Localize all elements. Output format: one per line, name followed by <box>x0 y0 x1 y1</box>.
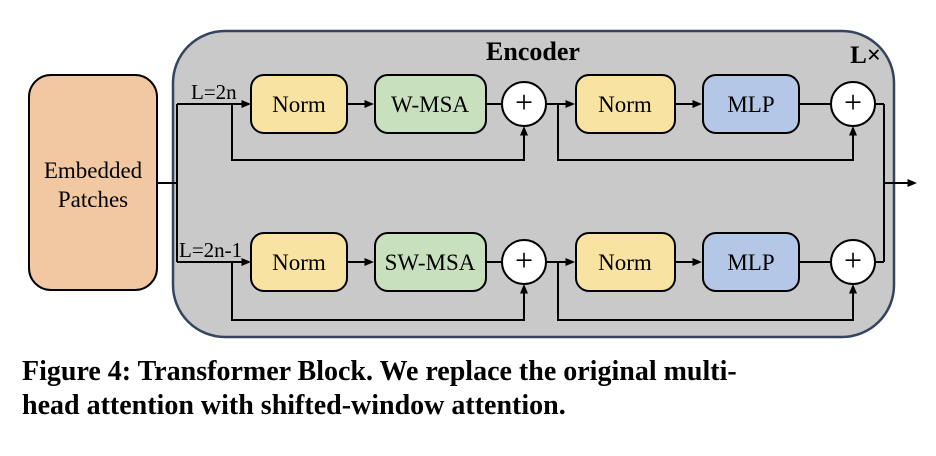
mlp-box <box>702 232 800 292</box>
adder-circle <box>501 239 547 285</box>
norm-label: Norm <box>598 250 652 275</box>
mlp-label: MLP <box>727 250 774 275</box>
embedded-patches-block: Embedded Patches <box>28 74 158 291</box>
repeat-count-label: L× <box>850 42 881 69</box>
norm-box <box>575 74 676 134</box>
branch-label-bottom: L=2n-1 <box>179 238 242 262</box>
adder-circle <box>830 239 876 285</box>
mlp-label: MLP <box>727 92 774 117</box>
plus-icon: + <box>844 242 862 278</box>
residual-skip-2 <box>557 104 857 161</box>
encoder-row-wmsa: L=2n Norm W-MSA + Norm MLP + <box>177 74 884 161</box>
residual-skip-1 <box>231 104 528 161</box>
embedded-patches-label-line2: Patches <box>58 187 128 212</box>
norm-box <box>250 74 348 134</box>
norm-label: Norm <box>272 250 326 275</box>
residual-skip-3 <box>231 262 528 321</box>
figure-caption: Figure 4: Transformer Block. We replace … <box>22 355 922 423</box>
norm-label: Norm <box>272 92 326 117</box>
norm-box <box>575 232 676 292</box>
norm-label: Norm <box>598 92 652 117</box>
norm-box <box>250 232 348 292</box>
encoder-title: Encoder <box>486 37 580 66</box>
caption-line-1: Figure 4: Transformer Block. We replace … <box>22 356 737 387</box>
embedded-patches-label-line1: Embedded <box>44 158 143 183</box>
encoder-row-swmsa: L=2n-1 Norm SW-MSA + Norm MLP + <box>177 232 884 321</box>
swmsa-box <box>374 232 487 292</box>
plus-icon: + <box>515 242 533 278</box>
mlp-box <box>702 74 800 134</box>
wmsa-label: W-MSA <box>391 92 469 117</box>
residual-skip-4 <box>557 262 857 321</box>
caption-line-2: head attention with shifted-window atten… <box>22 390 566 421</box>
transformer-block-diagram: Encoder L× Embedded Patches L <box>28 29 917 339</box>
adder-circle <box>501 81 547 127</box>
swmsa-label: SW-MSA <box>385 250 476 275</box>
branch-label-top: L=2n <box>191 80 237 104</box>
shared-wiring <box>157 104 917 262</box>
plus-icon: + <box>515 84 533 120</box>
wmsa-box <box>374 74 487 134</box>
plus-icon: + <box>844 84 862 120</box>
adder-circle <box>830 81 876 127</box>
